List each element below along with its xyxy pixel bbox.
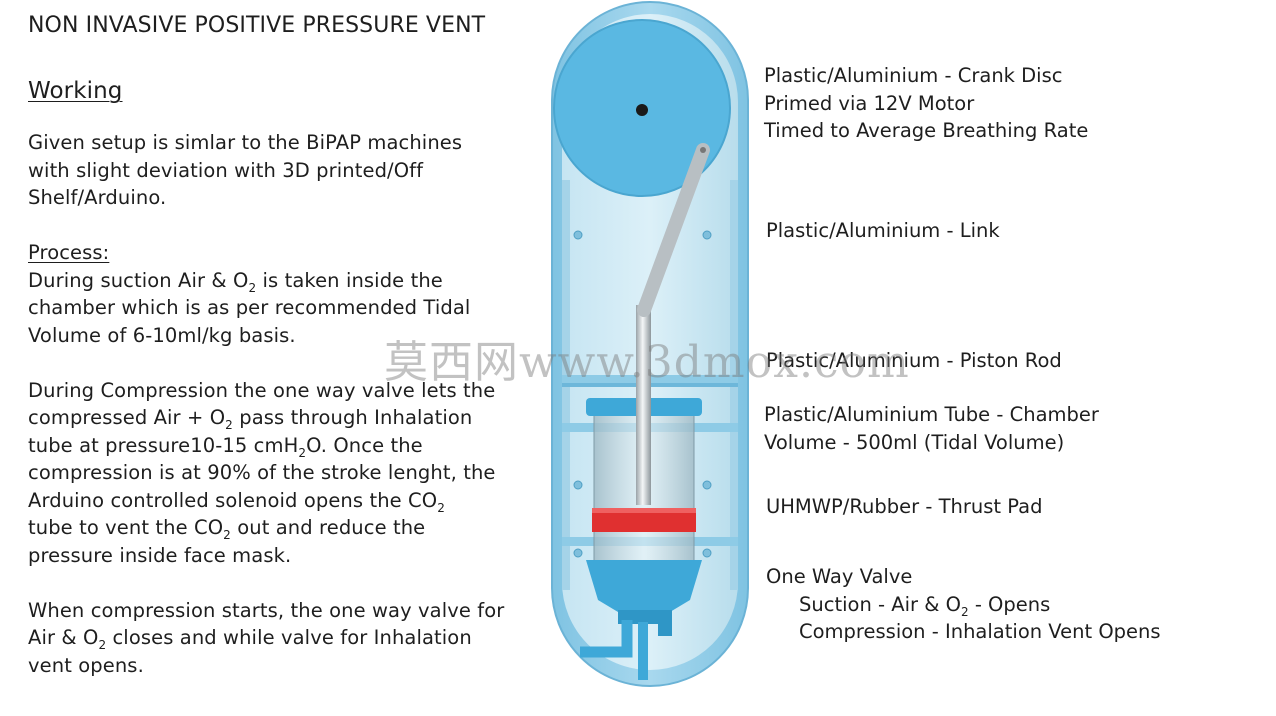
ventilator-cutaway-diagram <box>551 1 749 687</box>
intro-line-3: Shelf/Arduino. <box>28 186 167 209</box>
label-one-way-valve: One Way Valve Suction - Air & O2 - Opens… <box>766 565 1161 643</box>
when-line-2: Air & O2 closes and while valve for Inha… <box>28 626 472 652</box>
chamber-base <box>586 560 702 612</box>
compression-line-1: During Compression the one way valve let… <box>28 379 496 402</box>
inhalation-tube <box>580 620 633 658</box>
crank-axle <box>636 104 648 116</box>
compression-line-4: compression is at 90% of the stroke leng… <box>28 461 496 484</box>
label-chamber-tube: Plastic/Aluminium Tube - Chamber Volume … <box>764 403 1099 454</box>
compression-line-3: tube at pressure10-15 cmH2O. Once the <box>28 434 423 460</box>
compression-line-7: pressure inside face mask. <box>28 544 292 567</box>
intro-line-1: Given setup is simlar to the BiPAP machi… <box>28 131 463 154</box>
when-line-3: vent opens. <box>28 654 144 677</box>
suction-line-3: Volume of 6-10ml/kg basis. <box>28 324 296 347</box>
intro-line-2: with slight deviation with 3D printed/Of… <box>28 159 424 182</box>
working-heading: Working <box>28 78 123 104</box>
compression-line-6: tube to vent the CO2 out and reduce the <box>28 516 426 542</box>
when-line-1: When compression starts, the one way val… <box>28 599 505 622</box>
suction-line-2: chamber which is as per recommended Tida… <box>28 296 471 319</box>
label-crank-disc: Plastic/Aluminium - Crank Disc Primed vi… <box>764 64 1089 142</box>
label-thrust-pad: UHMWP/Rubber - Thrust Pad <box>766 495 1043 518</box>
label-link: Plastic/Aluminium - Link <box>766 219 1000 242</box>
label-piston-rod: Plastic/Aluminium - Piston Rod <box>766 349 1062 372</box>
co2-tube <box>638 622 648 680</box>
piston-rod <box>636 305 651 505</box>
compression-line-5: Arduino controlled solenoid opens the CO… <box>28 489 445 515</box>
process-heading: Process: <box>28 241 110 264</box>
link-bar <box>637 143 710 317</box>
suction-line-1: During suction Air & O2 is taken inside … <box>28 269 443 295</box>
compression-line-2: compressed Air + O2 pass through Inhalat… <box>28 406 473 432</box>
watermark: 莫西网www.3dmox.com <box>384 337 910 388</box>
page-title: NON INVASIVE POSITIVE PRESSURE VENT <box>28 13 486 38</box>
